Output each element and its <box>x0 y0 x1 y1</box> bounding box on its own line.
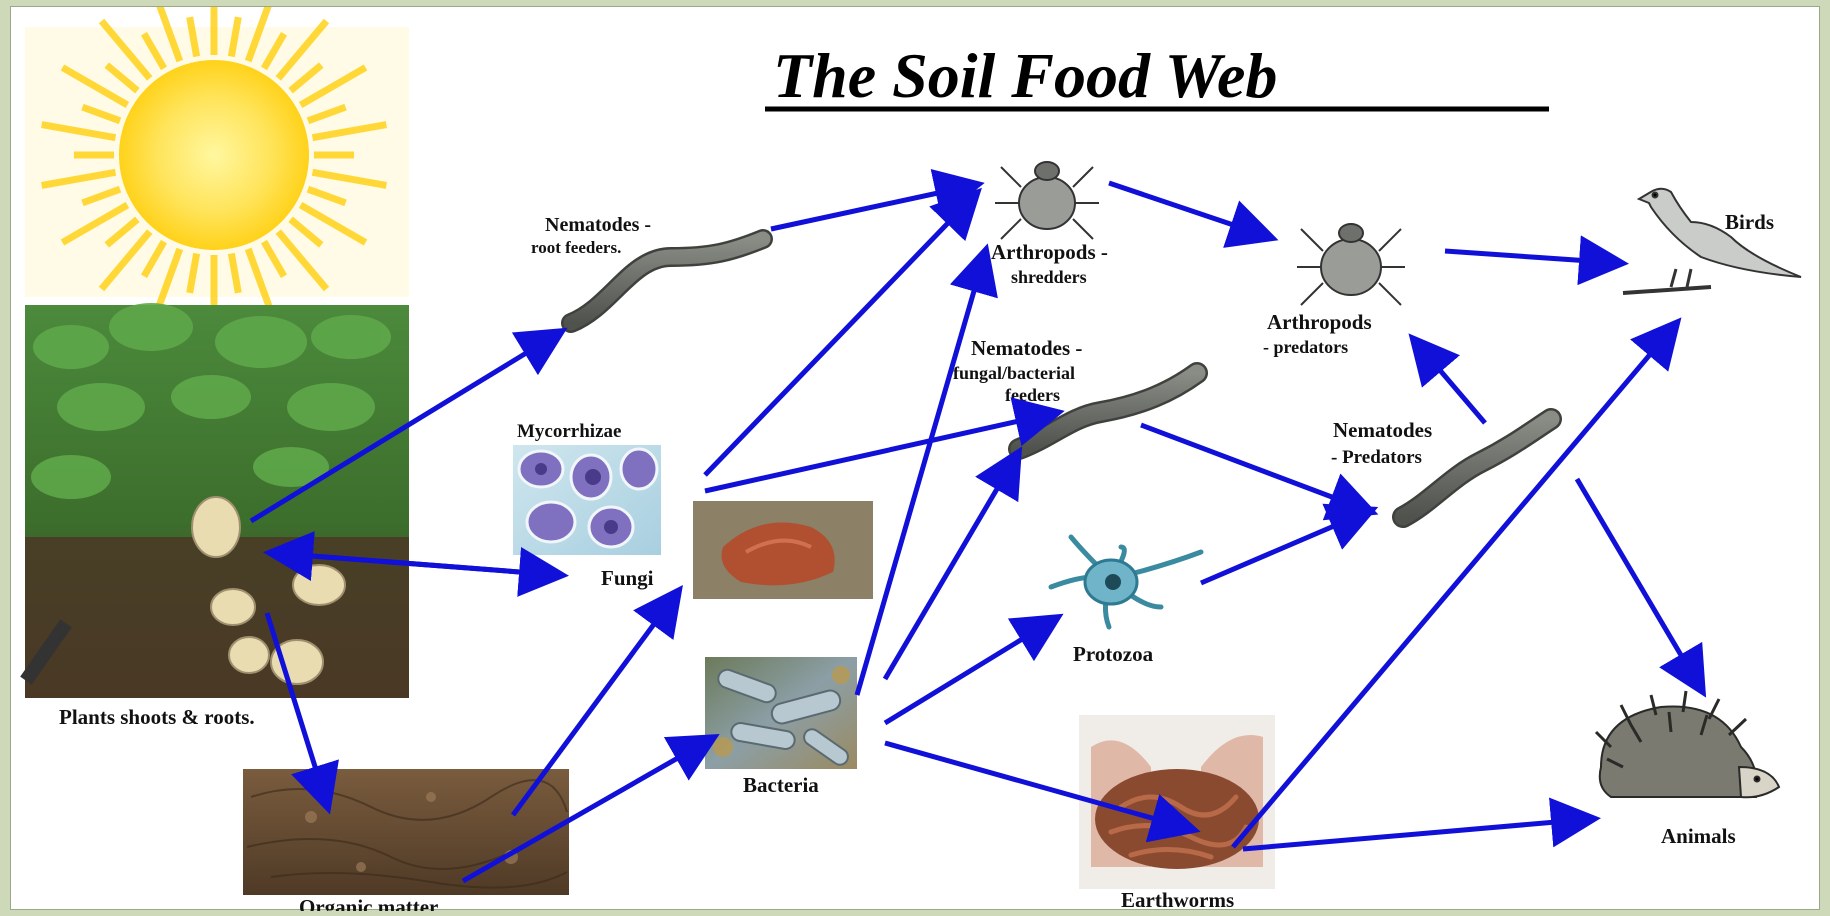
arrow-arthshred-to-arthpred <box>1109 183 1269 237</box>
soil-food-web-diagram: The Soil Food Web Plants sh <box>11 7 1821 911</box>
nematodes-pred-label-1: Nematodes <box>1333 418 1432 442</box>
arrow-bacteria-to-nemfb <box>885 455 1017 679</box>
arrow-arthpred-to-birds <box>1445 251 1619 263</box>
arthropods-pred-label-2: - predators <box>1263 337 1348 357</box>
mycorrhizae-micrograph <box>513 445 661 555</box>
nematodes-pred-label-2: - Predators <box>1331 447 1422 468</box>
arrow-protozoa-to-nempred <box>1201 511 1369 583</box>
soil-photo <box>243 769 569 895</box>
arthropods-shred-label-1: Arthropods - <box>991 240 1108 264</box>
arrow-earthworms-to-animals <box>1243 819 1591 849</box>
protozoa-label: Protozoa <box>1073 642 1154 666</box>
mite-icon <box>995 162 1099 239</box>
potato-plant-photo <box>20 303 409 698</box>
fungi-label: Fungi <box>601 566 654 590</box>
arrow-bacteria-to-arthshred <box>857 253 985 695</box>
mite-icon <box>1297 224 1405 305</box>
organic-matter-label: Organic matter <box>299 895 438 911</box>
nematodes-root-label-1: Nematodes - <box>545 214 651 236</box>
nematodes-fb-label-3: feeders <box>1005 385 1060 405</box>
earthworms-label: Earthworms <box>1121 888 1234 911</box>
bacteria-label: Bacteria <box>743 773 819 797</box>
page-title: The Soil Food Web <box>773 40 1277 111</box>
bacteria-micrograph <box>705 657 857 769</box>
arrow-nempred-to-arthpred <box>1415 341 1485 423</box>
birds-label: Birds <box>1725 210 1774 234</box>
nematodes-fb-label-1: Nematodes - <box>971 336 1082 360</box>
bird-icon <box>1623 189 1801 293</box>
nematodes-root-label-2: root feeders. <box>531 238 621 257</box>
arthropods-shred-label-2: shredders <box>1011 267 1087 287</box>
sun-icon <box>25 7 409 330</box>
diagram-frame: The Soil Food Web Plants sh <box>10 6 1820 910</box>
arrow-organic-to-fungi <box>513 593 677 815</box>
arthropods-pred-label-1: Arthropods <box>1267 310 1372 334</box>
plants-label: Plants shoots & roots. <box>59 705 255 729</box>
fungi-photo <box>693 501 873 599</box>
mycorrhizae-label: Mycorrhizae <box>517 421 621 442</box>
arrow-nempred-to-animals <box>1577 479 1701 689</box>
arrow-nemroot-to-arthshred <box>771 185 975 229</box>
nematodes-fb-label-2: fungal/bacterial <box>953 363 1075 383</box>
earthworms-photo <box>1079 715 1275 889</box>
hedgehog-icon <box>1596 691 1779 797</box>
protozoa-icon <box>1051 537 1201 627</box>
animals-label: Animals <box>1661 824 1736 848</box>
